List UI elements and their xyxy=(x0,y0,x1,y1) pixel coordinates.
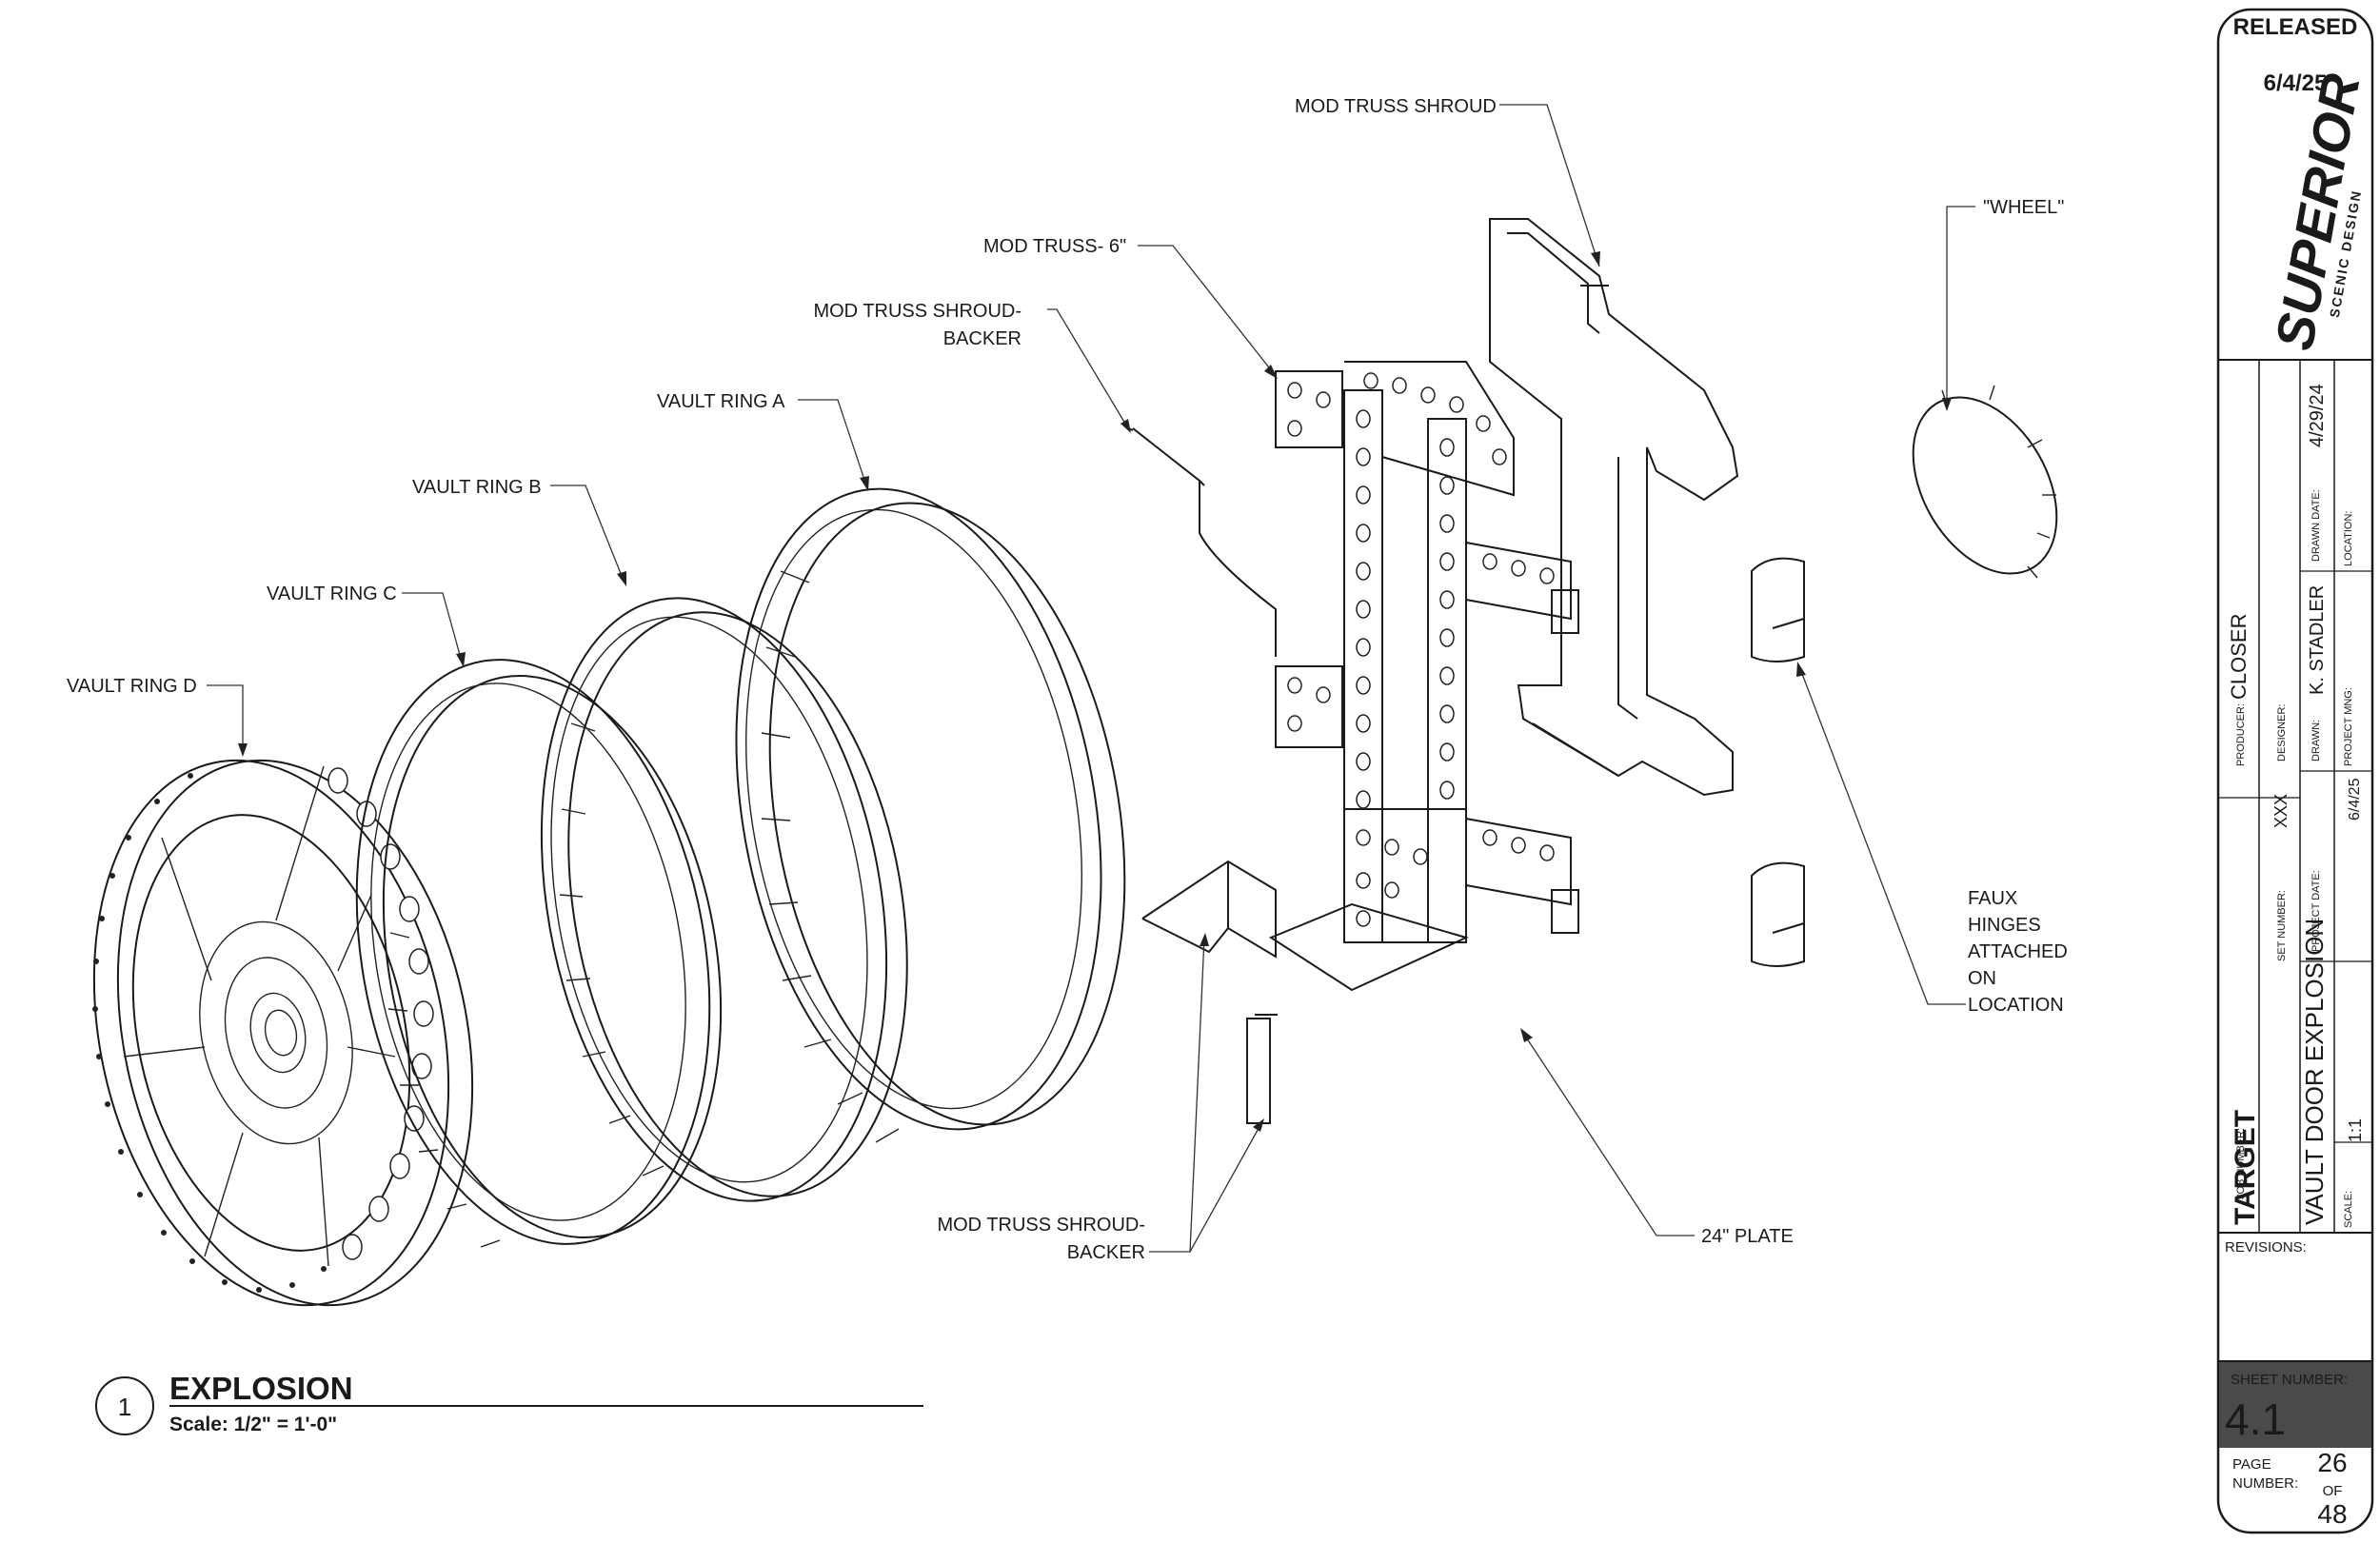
page-total-value: 48 xyxy=(2317,1499,2347,1529)
producer-label: PRODUCER: xyxy=(2235,703,2247,766)
designer-label: DESIGNER: xyxy=(2276,703,2288,762)
sheet-title: VAULT DOOR EXPLOSION xyxy=(2300,919,2329,1225)
project-date-label: PROJECT DATE: xyxy=(2311,870,2322,952)
scale-label: SCALE: xyxy=(2343,1191,2354,1228)
title-block: RELEASED 6/4/25 SUPERIOR SCENIC DESIGN P… xyxy=(2216,8,2374,1534)
callout-vault-ring-d: VAULT RING D xyxy=(67,676,197,697)
wheel xyxy=(1912,385,2058,579)
callout-vault-ring-b: VAULT RING B xyxy=(412,477,542,498)
callout-shroud-backer-bottom-1: MOD TRUSS SHROUD- xyxy=(937,1215,1145,1236)
callout-vault-ring-a: VAULT RING A xyxy=(657,391,785,412)
mod-truss-shroud xyxy=(1489,218,1739,797)
sheet-number-label: SHEET NUMBER: xyxy=(2231,1372,2348,1388)
callout-faux-hinges: FAUX HINGES ATTACHED ON LOCATION xyxy=(1968,888,2068,1016)
faux-hinges xyxy=(1751,557,1805,967)
callout-faux-hinges-line-2: HINGES xyxy=(1968,915,2041,936)
callout-faux-hinges-line-4: ON xyxy=(1968,968,1996,989)
shroud-backer-mid xyxy=(1141,860,1277,959)
callout-faux-hinges-line-3: ATTACHED xyxy=(1968,941,2068,962)
page-number-label-1: PAGE xyxy=(2232,1456,2271,1473)
drawn-label: DRAWN: xyxy=(2311,720,2322,762)
shroud-backer-bottom xyxy=(1246,1014,1278,1124)
callout-mod-truss-shroud: MOD TRUSS SHROUD xyxy=(1295,96,1497,117)
view-scale: Scale: 1/2" = 1'-0" xyxy=(169,1414,337,1435)
client-name: TARGET xyxy=(2230,1110,2261,1225)
project-date-value: 6/4/25 xyxy=(2347,778,2363,821)
job-number-label: JOB NUMBER: xyxy=(2235,1128,2247,1199)
mod-truss-6 xyxy=(1275,361,1579,943)
callout-vault-ring-c: VAULT RING C xyxy=(267,584,397,604)
page-number-value: 26 xyxy=(2317,1448,2347,1477)
vault-ring-c xyxy=(355,659,723,1248)
view-number: 1 xyxy=(118,1393,131,1421)
vault-ring-b xyxy=(540,597,908,1202)
callout-mod-truss-6: MOD TRUSS- 6" xyxy=(983,236,1126,257)
callout-faux-hinges-line-1: FAUX xyxy=(1968,888,2017,909)
vault-ring-d xyxy=(92,759,474,1307)
scale-value: 1:1 xyxy=(2346,1118,2365,1142)
view-title-text: EXPLOSION xyxy=(169,1371,353,1406)
page-number-label-2: NUMBER: xyxy=(2232,1475,2298,1492)
callout-shroud-backer-top-1: MOD TRUSS SHROUD- xyxy=(813,301,1021,322)
callout-shroud-backer-top-2: BACKER xyxy=(943,328,1021,349)
leader-lines xyxy=(207,104,1975,1253)
location-label: LOCATION: xyxy=(2343,511,2354,566)
view-title: 1 EXPLOSION Scale: 1/2" = 1'-0" xyxy=(95,1371,923,1435)
callout-faux-hinges-line-5: LOCATION xyxy=(1968,995,2064,1016)
set-number-value: XXX xyxy=(2271,794,2291,828)
set-number-label: SET NUMBER: xyxy=(2276,890,2288,961)
of-label: OF xyxy=(2323,1483,2343,1499)
callout-wheel: "WHEEL" xyxy=(1983,197,2064,218)
callout-24-plate: 24" PLATE xyxy=(1701,1226,1794,1247)
project-mng-label: PROJECT MNG: xyxy=(2343,687,2354,766)
sheet-number-value: 4.1 xyxy=(2225,1395,2286,1444)
shroud-backer-top xyxy=(1127,427,1277,657)
vault-ring-a xyxy=(735,487,1126,1143)
callout-shroud-backer-bottom-2: BACKER xyxy=(1067,1242,1145,1263)
released-stamp: RELEASED xyxy=(2233,14,2358,40)
released-date: 6/4/25 xyxy=(2264,70,2328,96)
drawn-date-label: DRAWN DATE: xyxy=(2311,489,2322,562)
producer-value: CLOSER xyxy=(2227,614,2251,700)
drawn-value: K. STADLER xyxy=(2307,585,2328,695)
drawn-date-value: 4/29/24 xyxy=(2307,384,2328,447)
revisions-label: REVISIONS: xyxy=(2225,1239,2307,1256)
